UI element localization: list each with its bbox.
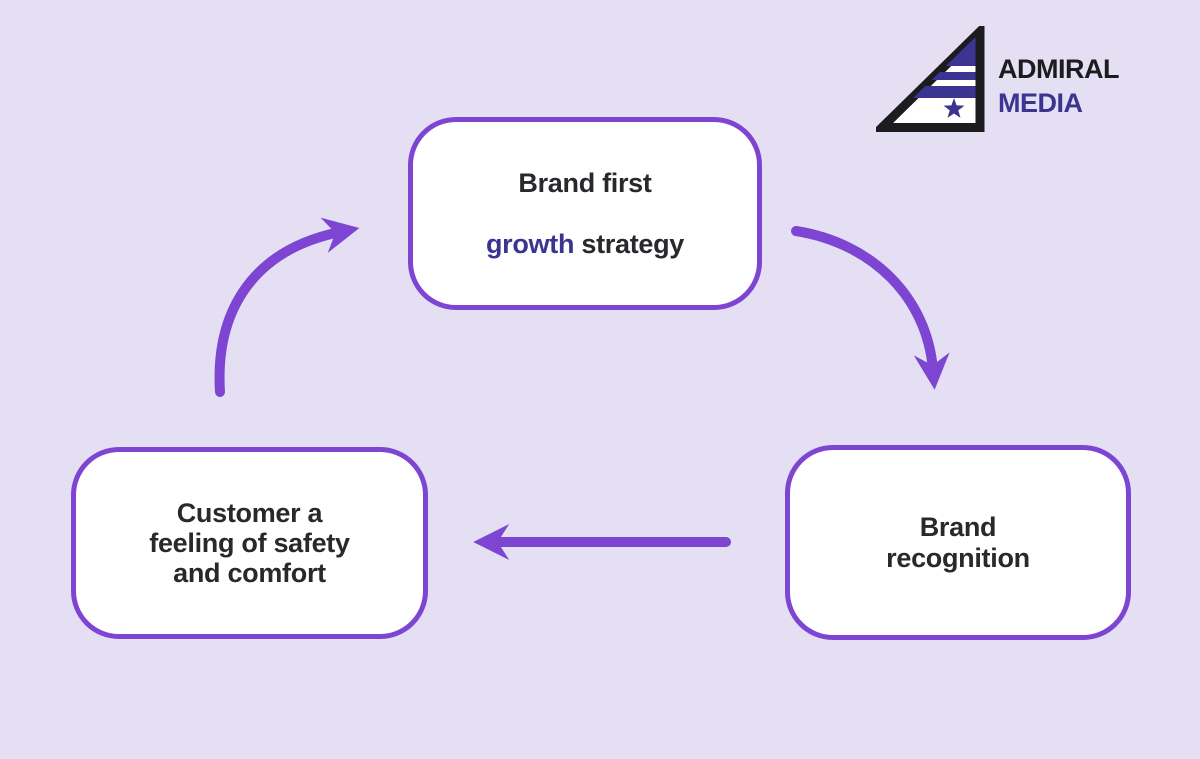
admiral-sail-icon xyxy=(876,26,985,132)
node-brand-first-growth-strategy: Brand first growth strategy xyxy=(408,117,762,310)
arrow-left-to-top xyxy=(214,217,360,397)
node-right-text: Brand recognition xyxy=(886,512,1030,573)
node-top-line1: Brand first xyxy=(518,168,652,199)
node-customer-safety-comfort: Customer a feeling of safety and comfort xyxy=(71,447,428,639)
node-left-text: Customer a feeling of safety and comfort xyxy=(149,497,350,589)
brand-logo: ADMIRAL MEDIA xyxy=(876,26,1119,134)
logo-wordmark: ADMIRAL MEDIA xyxy=(998,52,1119,120)
logo-media-text: MEDIA xyxy=(998,88,1083,118)
sail-star-icon xyxy=(943,98,965,118)
node-brand-recognition: Brand recognition xyxy=(785,445,1131,640)
node-top-accent-word: growth xyxy=(485,228,575,259)
node-top-line2-rest: strategy xyxy=(574,228,685,259)
arrow-top-to-right xyxy=(791,226,950,390)
node-top-line2: growth strategy xyxy=(486,229,684,259)
logo-admiral-text: ADMIRAL xyxy=(998,54,1119,84)
node-top-text: Brand first growth strategy xyxy=(486,138,684,289)
